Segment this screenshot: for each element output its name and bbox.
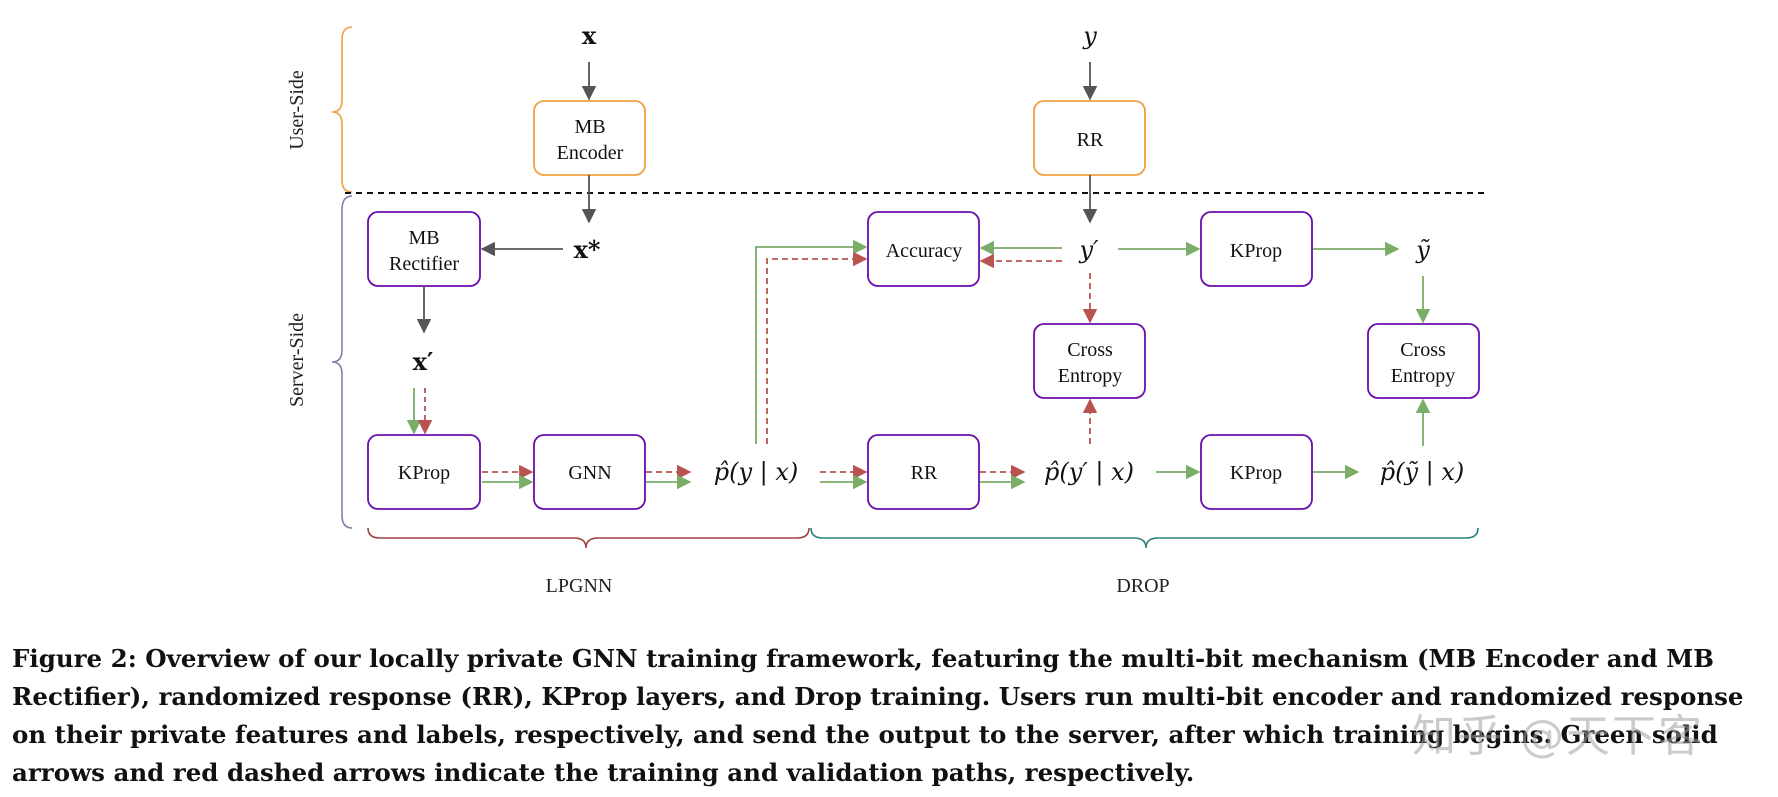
watermark: 知乎 @天下客 (1412, 711, 1704, 762)
symbol-x-star: x* (574, 235, 601, 264)
kprop-bottom-box: KProp (1200, 434, 1313, 510)
kprop-top-label: KProp (1230, 240, 1282, 262)
symbol-p-yprime-x: p̂(y′ | x) (1044, 458, 1134, 487)
mb-encoder-box: MB Encoder (533, 100, 646, 176)
symbol-y-tilde: ỹ (1415, 236, 1430, 264)
drop-label: DROP (1116, 575, 1169, 597)
rr-server-label: RR (911, 462, 938, 484)
symbol-p-ytilde-x: p̂(ỹ | x) (1380, 458, 1465, 487)
drop-brace (810, 527, 1479, 549)
rr-user-label: RR (1077, 129, 1104, 151)
symbol-y: y (1082, 22, 1097, 50)
mb-rectifier-line1: MB (408, 227, 439, 249)
lpgnn-brace (367, 527, 810, 549)
symbol-y-prime: y′ (1078, 236, 1099, 264)
server-side-label: Server-Side (286, 313, 308, 407)
mb-rectifier-line2: Rectifier (389, 253, 459, 275)
mb-encoder-line1: MB (574, 116, 605, 138)
figure-caption: Figure 2: Overview of our locally privat… (12, 644, 1744, 787)
kprop-bottom-label: KProp (1230, 462, 1282, 484)
server-side-brace (331, 195, 353, 529)
kprop-top-box: KProp (1200, 211, 1313, 287)
symbol-x: x (582, 21, 597, 50)
accuracy-label: Accuracy (886, 240, 963, 262)
cross-entropy-right-line1: Cross (1400, 339, 1446, 361)
user-side-brace (331, 26, 353, 193)
gnn-label: GNN (568, 462, 611, 484)
framework-diagram: User-Side Server-Side MB Encoder RR MB Rec… (286, 21, 1485, 597)
lpgnn-label: LPGNN (546, 575, 613, 597)
symbol-p-y-x: p̂(y | x) (714, 458, 799, 487)
rr-server-box: RR (867, 434, 980, 510)
accuracy-box: Accuracy (867, 211, 980, 287)
arrow-p-to-accuracy-val (766, 251, 868, 444)
user-side-label: User-Side (286, 70, 308, 150)
rr-user-box: RR (1033, 100, 1146, 176)
cross-entropy-right-line2: Entropy (1391, 365, 1455, 387)
symbol-x-prime: x′ (413, 347, 434, 376)
cross-entropy-mid-line2: Entropy (1058, 365, 1122, 387)
cross-entropy-mid-line1: Cross (1067, 339, 1113, 361)
kprop-left-label: KProp (398, 462, 450, 484)
mb-encoder-line2: Encoder (557, 142, 624, 164)
gnn-box: GNN (533, 434, 646, 510)
kprop-left-box: KProp (367, 434, 481, 510)
mb-rectifier-box: MB Rectifier (367, 211, 481, 287)
arrow-p-to-accuracy-train (755, 239, 868, 444)
